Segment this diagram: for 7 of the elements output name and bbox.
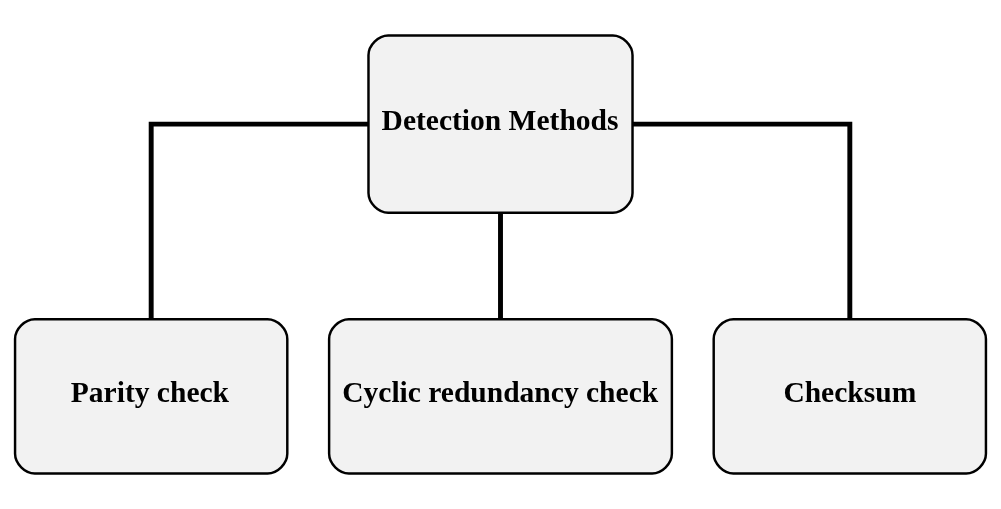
connector xyxy=(498,213,503,319)
connector xyxy=(148,121,369,320)
node-box: Parity check xyxy=(13,318,289,475)
node-box: Cyclic redundancy check xyxy=(327,318,674,475)
node-box: Detection Methods xyxy=(367,34,634,214)
connector xyxy=(632,121,853,320)
node-box: Checksum xyxy=(712,318,988,475)
